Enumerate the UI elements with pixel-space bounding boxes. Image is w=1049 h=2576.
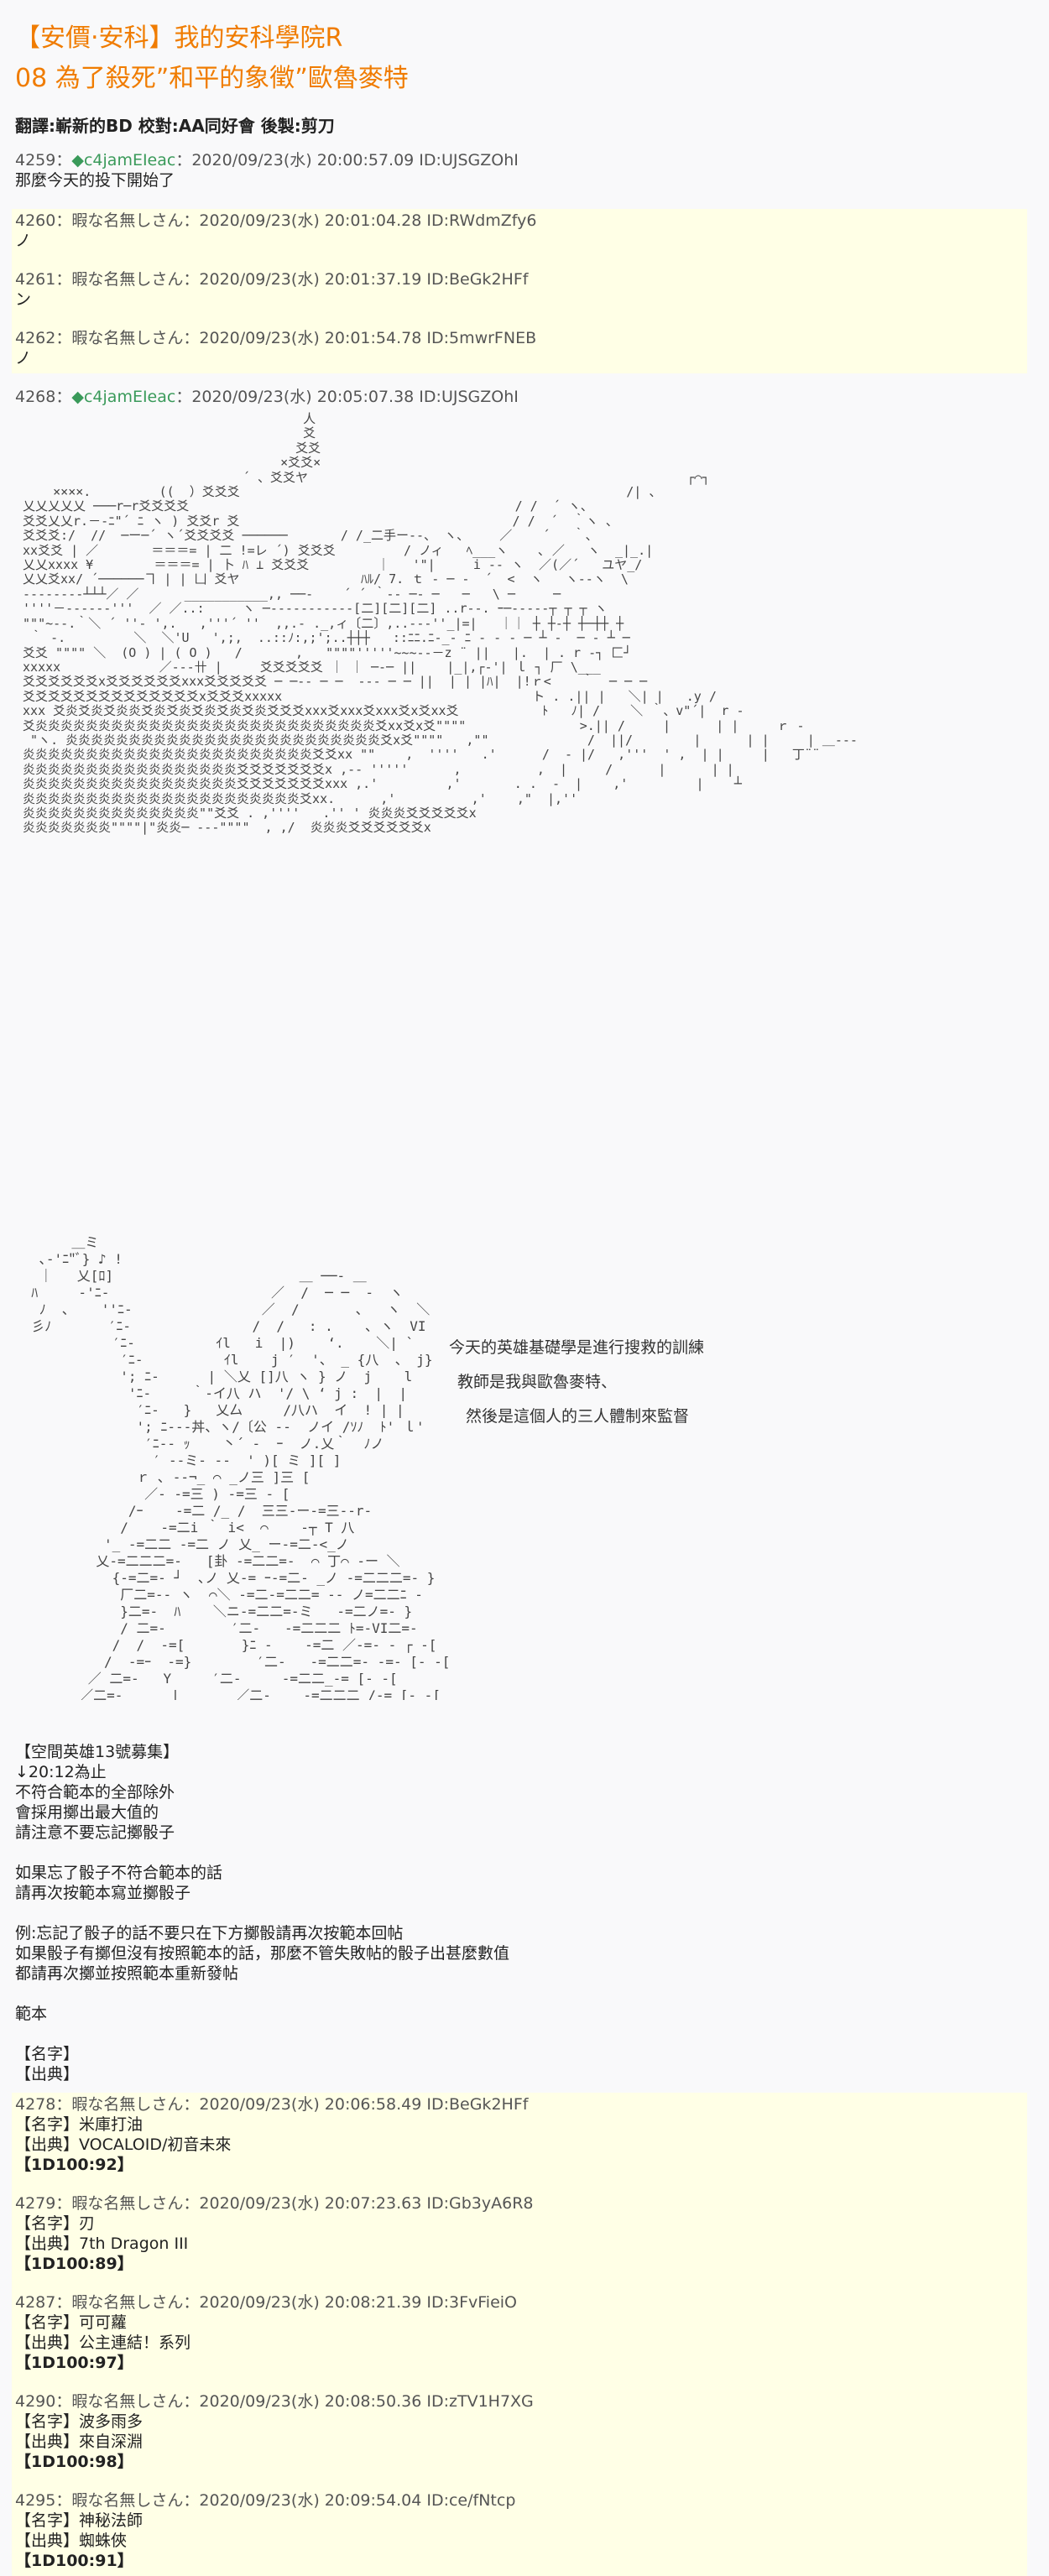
poster-name: 暇な名無しさん <box>71 2095 184 2114</box>
poster-name: 暇な名無しさん <box>71 2293 184 2312</box>
poster-name: 暇な名無しさん <box>71 2194 184 2213</box>
poster-name: 暇な名無しさん <box>71 2392 184 2411</box>
post-header: 4290：暇な名無しさん：2020/09/23(水) 20:08:50.36 I… <box>15 2392 534 2411</box>
post: 4261：暇な名無しさん：2020/09/23(水) 20:01:37.19 I… <box>15 269 1024 310</box>
post-number: 4295 <box>15 2491 56 2510</box>
post-meta: ：2020/09/23(水) 20:00:57.09 ID:UJSGZOhI <box>175 151 519 169</box>
recruitment-rules: 【空間英雄13號募集】 ↓20:12為止 不符合範本的全部除外 會採用擲出最大值… <box>15 1743 510 2083</box>
post-header: 4295：暇な名無しさん：2020/09/23(水) 20:09:54.04 I… <box>15 2491 516 2510</box>
poster-name: 暇な名無しさん <box>71 2491 184 2510</box>
series-title: 【安價‧安科】我的安科學院R <box>15 23 343 53</box>
post: 4259：◆c4jamEIeac：2020/09/23(水) 20:00:57.… <box>15 150 1031 190</box>
poster-name: 暇な名無しさん <box>71 270 184 289</box>
dice-roll: 【1D100:92】 <box>15 2156 133 2174</box>
post-number: 4268 <box>15 388 56 406</box>
post-meta: ：2020/09/23(水) 20:01:04.28 ID:RWdmZfy6 <box>183 211 537 230</box>
post-number: 4290 <box>15 2392 56 2411</box>
post-meta: ：2020/09/23(水) 20:05:07.38 ID:UJSGZOhI <box>175 388 519 406</box>
entry: 4278：暇な名無しさん：2020/09/23(水) 20:06:58.49 I… <box>15 2094 1024 2175</box>
post-meta: ：2020/09/23(水) 20:09:54.04 ID:ce/fNtcp <box>183 2491 516 2510</box>
post-meta: ：2020/09/23(水) 20:01:37.19 ID:BeGk2HFf <box>183 270 529 289</box>
post-header: 4279：暇な名無しさん：2020/09/23(水) 20:07:23.63 I… <box>15 2194 534 2213</box>
narration-line: 今天的英雄基礎學是進行搜救的訓練 <box>449 1338 705 1357</box>
entry-source: 【出典】來自深淵 <box>15 2433 144 2451</box>
narration-line: 然後是這個人的三人體制來監督 <box>466 1407 690 1426</box>
chapter-title: 08 為了殺死”和平的象徵”歐魯麥特 <box>15 64 409 93</box>
poster-trip: ◆c4jamEIeac <box>71 388 176 406</box>
post-meta: ：2020/09/23(水) 20:06:58.49 ID:BeGk2HFf <box>183 2095 529 2114</box>
entry-name: 【名字】神秘法師 <box>15 2511 144 2530</box>
post: 4260：暇な名無しさん：2020/09/23(水) 20:01:04.28 I… <box>15 211 1024 251</box>
dice-roll: 【1D100:89】 <box>15 2255 133 2273</box>
entry-name: 【名字】米庫打油 <box>15 2115 144 2134</box>
poster-name: 暇な名無しさん <box>71 329 184 347</box>
post-header: 4268：◆c4jamEIeac：2020/09/23(水) 20:05:07.… <box>15 388 519 406</box>
post-number: 4262 <box>15 329 56 347</box>
post-header: 4278：暇な名無しさん：2020/09/23(水) 20:06:58.49 I… <box>15 2095 529 2114</box>
post-meta: ：2020/09/23(水) 20:08:21.39 ID:3FvFieiO <box>183 2293 517 2312</box>
entry: 4295：暇な名無しさん：2020/09/23(水) 20:09:54.04 I… <box>15 2490 1024 2571</box>
post-body: ノ <box>15 232 32 250</box>
post-number: 4261 <box>15 270 56 289</box>
dice-roll: 【1D100:91】 <box>15 2552 133 2570</box>
post-body: ノ <box>15 349 32 368</box>
post-header: 4262：暇な名無しさん：2020/09/23(水) 20:01:54.78 I… <box>15 329 537 347</box>
post-body: ン <box>15 290 32 309</box>
post-number: 4279 <box>15 2194 56 2213</box>
ascii-art-character: ＿ミ ､‐'ﾆ"ﾞ} ♪ ! ｜ 乂[ﾛ] ＿ ──‐ ＿ ﾊ ‐'ﾆ‐ ／ /… <box>15 1201 1031 1700</box>
entry-source: 【出典】7th Dragon III <box>15 2234 189 2253</box>
reply-block: 4260：暇な名無しさん：2020/09/23(水) 20:01:04.28 I… <box>12 209 1027 373</box>
post-number: 4278 <box>15 2095 56 2114</box>
post-meta: ：2020/09/23(水) 20:08:50.36 ID:zTV1H7XG <box>183 2392 534 2411</box>
entry-source: 【出典】公主連結！系列 <box>15 2334 191 2352</box>
dice-roll: 【1D100:98】 <box>15 2453 133 2471</box>
post-meta: ：2020/09/23(水) 20:07:23.63 ID:Gb3yA6R8 <box>183 2194 534 2213</box>
post-number: 4287 <box>15 2293 56 2312</box>
post-number: 4260 <box>15 211 56 230</box>
main-post: 4268：◆c4jamEIeac：2020/09/23(水) 20:05:07.… <box>15 387 1031 407</box>
poster-name: 暇な名無しさん <box>71 211 184 230</box>
post-header: 4287：暇な名無しさん：2020/09/23(水) 20:08:21.39 I… <box>15 2293 517 2312</box>
credits: 翻譯:嶄新的BD 校對:AA同好會 後製:剪刀 <box>15 116 335 136</box>
post-header: 4261：暇な名無しさん：2020/09/23(水) 20:01:37.19 I… <box>15 270 529 289</box>
narration-line: 教師是我與歐魯麥特、 <box>457 1373 618 1391</box>
poster-trip: ◆c4jamEIeac <box>71 151 176 169</box>
post-meta: ：2020/09/23(水) 20:01:54.78 ID:5mwrFNEB <box>183 329 537 347</box>
entry-source: 【出典】VOCALOID/初音未來 <box>15 2135 232 2154</box>
dice-roll: 【1D100:97】 <box>15 2354 133 2372</box>
post: 4262：暇な名無しさん：2020/09/23(水) 20:01:54.78 I… <box>15 328 1024 368</box>
ascii-art-castle: 人 爻 爻爻 ×爻爻× ´ 、爻爻ヤ <box>23 412 858 836</box>
entry-name: 【名字】波多雨多 <box>15 2412 144 2431</box>
page: 【安價‧安科】我的安科學院R 08 為了殺死”和平的象徵”歐魯麥特 翻譯:嶄新的… <box>12 18 1031 2576</box>
post-body: 那麼今天的投下開始了 <box>15 171 175 190</box>
post-number: 4259 <box>15 151 56 169</box>
ascii-art-oldman: ＿ミ ､‐'ﾆ"ﾞ} ♪ ! ｜ 乂[ﾛ] ＿ ──‐ ＿ ﾊ ‐'ﾆ‐ ／ /… <box>31 1234 451 1700</box>
entry: 4287：暇な名無しさん：2020/09/23(水) 20:08:21.39 I… <box>15 2292 1024 2373</box>
post-header: 4260：暇な名無しさん：2020/09/23(水) 20:01:04.28 I… <box>15 211 537 230</box>
entry-name: 【名字】可可蘿 <box>15 2313 128 2332</box>
entry-name: 【名字】刃 <box>15 2214 96 2233</box>
entry-source: 【出典】蜘蛛俠 <box>15 2532 128 2550</box>
entry-winner: 4290：暇な名無しさん：2020/09/23(水) 20:08:50.36 I… <box>15 2391 1024 2472</box>
post-header: 4259：◆c4jamEIeac：2020/09/23(水) 20:00:57.… <box>15 151 519 169</box>
entry: 4279：暇な名無しさん：2020/09/23(水) 20:07:23.63 I… <box>15 2193 1024 2274</box>
entries-block: 4278：暇な名無しさん：2020/09/23(水) 20:06:58.49 I… <box>12 2093 1027 2576</box>
